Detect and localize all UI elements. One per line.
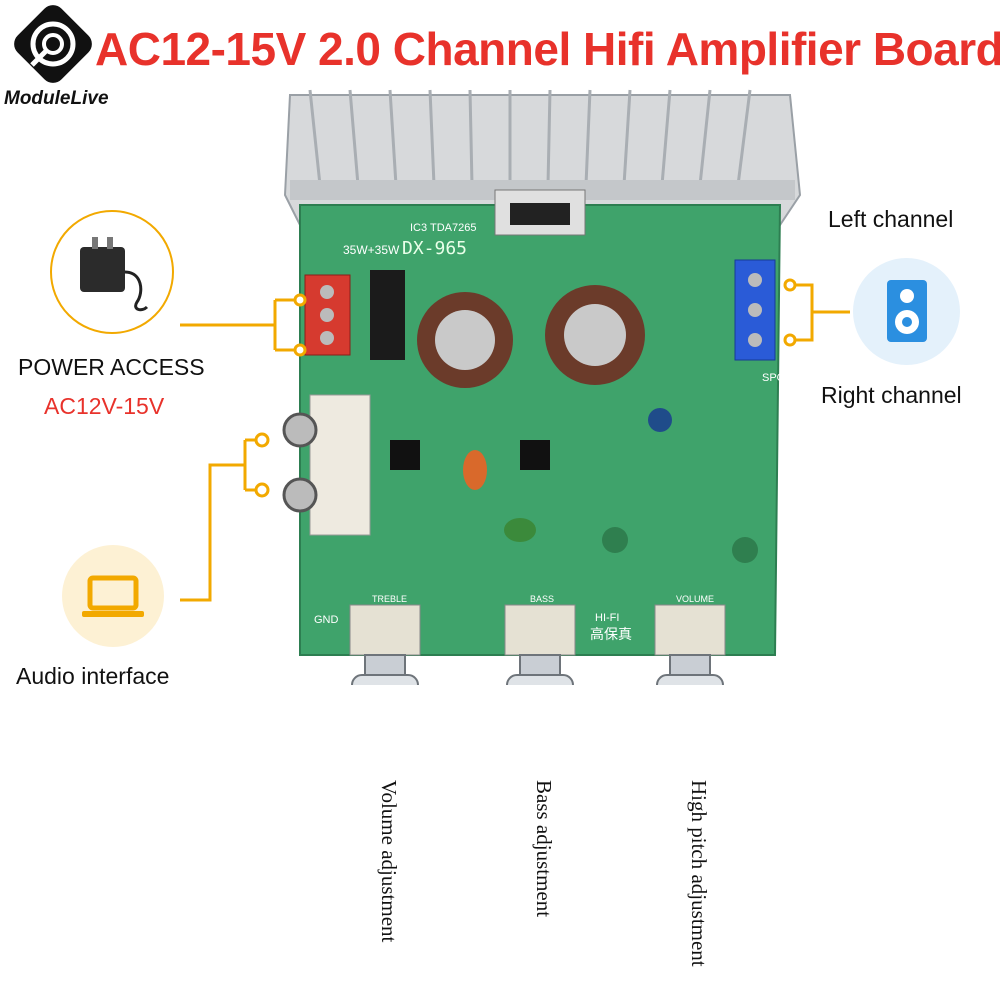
logo-icon [14,5,92,83]
bass-adjustment-label: Bass adjustment [532,780,556,918]
amplifier-board-illustration [282,89,802,685]
board-model: DX-965 [402,238,468,259]
knob-label-volume: VOLUME [676,594,715,604]
knob-label-treble: TREBLE [372,594,408,604]
speaker-icon [853,258,960,365]
power-access-label: POWER ACCESS [18,354,205,380]
board-spout: SPOUT [762,372,800,384]
page-title: AC12-15V 2.0 Channel Hifi Amplifier Boar… [95,23,1000,75]
high-pitch-adjustment-label: High pitch adjustment [687,780,711,967]
audio-interface-label: Audio interface [16,663,170,689]
board-ic: IC3 TDA7265 [410,222,477,234]
power-adapter-icon [50,210,174,334]
brand-name: ModuleLive [4,88,109,109]
board-gnd: GND [314,614,339,626]
left-channel-label: Left channel [828,206,954,232]
power-voltage-label: AC12V-15V [44,393,165,419]
board-power-rating: 35W+35W [343,243,400,257]
volume-adjustment-label: Volume adjustment [377,780,401,943]
brand-logo [10,5,100,90]
right-channel-label: Right channel [821,382,962,408]
knob-label-bass: BASS [530,594,555,604]
board-hifi: HI-FI [595,612,620,624]
board-hifi-cn: 高保真 [590,626,632,642]
laptop-icon [62,545,164,647]
